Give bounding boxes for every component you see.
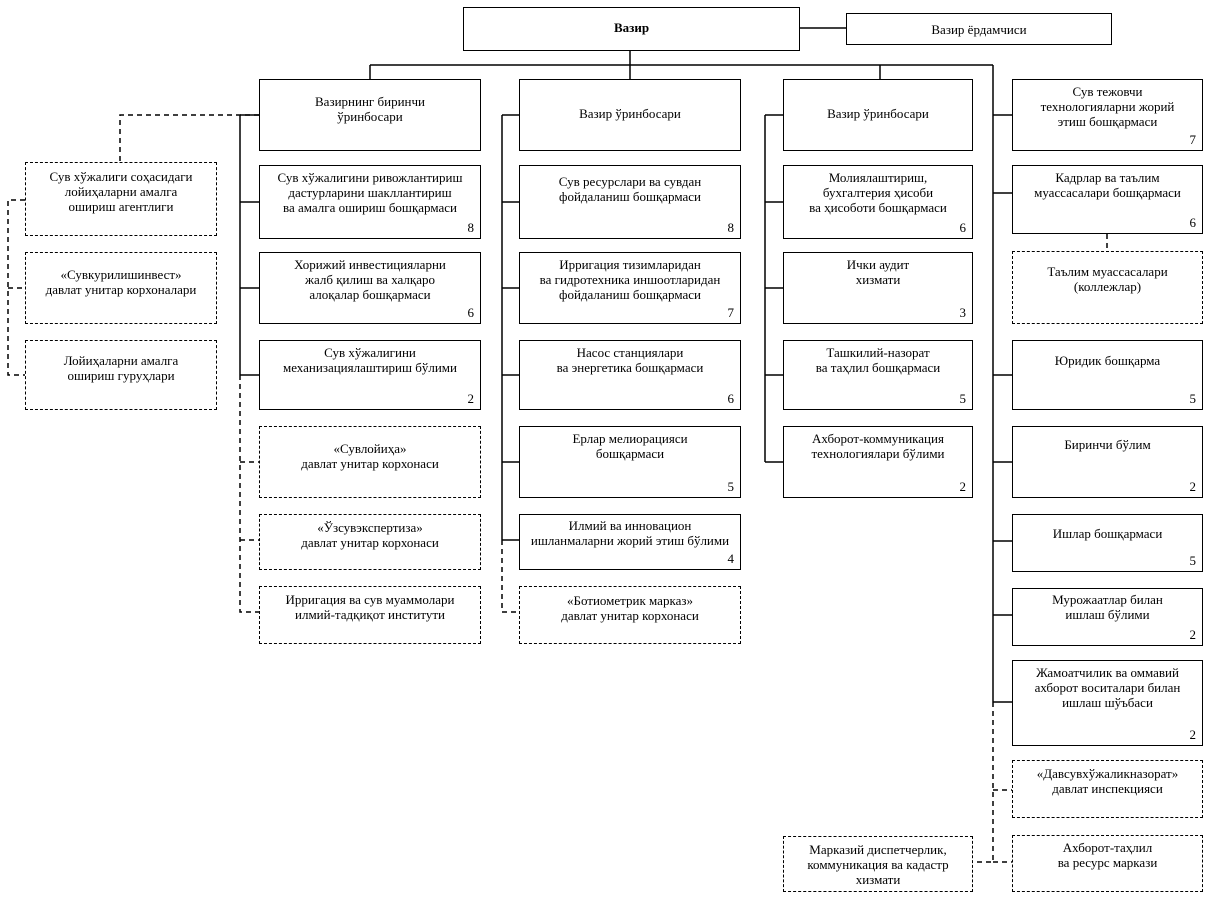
col4-head-count: 7 (1189, 132, 1197, 147)
col4-unit-2-label: Юридик бошқарма (1054, 353, 1161, 368)
left-suvkurilish-box[interactable]: «Сувкурилишинвест» давлат унитар корхона… (25, 252, 217, 324)
col2-head-label: Вазир ўринбосари (579, 106, 681, 121)
col4-info-center-label: Ахборот-таҳлил ва ресурс маркази (1057, 840, 1158, 870)
col3-unit-1-count: 6 (959, 220, 967, 235)
col1-unit-3-label: Сув хўжалигини механизациялаштириш бўлим… (282, 345, 457, 375)
left-groups-box[interactable]: Лойиҳаларни амалга ошириш гуруҳлари (25, 340, 217, 410)
col1-unit-3-count: 2 (467, 391, 475, 406)
col2-head-box[interactable]: Вазир ўринбосари (519, 79, 741, 151)
col3-unit-3[interactable]: Ташкилий-назорат ва таҳлил бошқармаси 5 (783, 340, 973, 410)
col4-unit-5[interactable]: Мурожаатлар билан ишлаш бўлими 2 (1012, 588, 1203, 646)
col2-unit-3-count: 6 (727, 391, 735, 406)
left-agency-label: Сув хўжалиги соҳасидаги лойиҳаларни амал… (49, 169, 193, 214)
col4-unit-5-label: Мурожаатлар билан ишлаш бўлими (1052, 592, 1163, 622)
assistant-box[interactable]: Вазир ёрдамчиси (846, 13, 1112, 45)
col4-info-center-box[interactable]: Ахборот-таҳлил ва ресурс маркази (1012, 835, 1203, 892)
col2-unit-3[interactable]: Насос станциялари ва энергетика бошқарма… (519, 340, 741, 410)
col4-inspection-label: «Давсувхўжаликназорат» давлат инспекцияс… (1036, 766, 1179, 796)
minister-label: Вазир (613, 20, 650, 35)
col3-unit-2[interactable]: Ички аудит хизмати 3 (783, 252, 973, 324)
col1-head-label: Вазирнинг биринчи ўринбосари (315, 94, 425, 124)
col2-unit-3-label: Насос станциялари ва энергетика бошқарма… (556, 345, 704, 375)
col4-unit-6-count: 2 (1189, 727, 1197, 742)
col2-unit-5[interactable]: Илмий ва инновацион ишланмаларни жорий э… (519, 514, 741, 570)
col3-unit-4[interactable]: Ахборот-коммуникация технологиялари бўли… (783, 426, 973, 498)
col1-unit-1-label: Сув хўжалигини ривожлантириш дастурларин… (277, 170, 463, 215)
col4-head-box[interactable]: Сув тежовчи технологияларни жорий этиш б… (1012, 79, 1203, 151)
col2-unit-2-count: 7 (727, 305, 735, 320)
col2-unit-2[interactable]: Ирригация тизимларидан ва гидротехника и… (519, 252, 741, 324)
col4-unit-6[interactable]: Жамоатчилик ва оммавий ахборот воситалар… (1012, 660, 1203, 746)
col2-unit-4[interactable]: Ерлар мелиорацияси бошқармаси 5 (519, 426, 741, 498)
col3-unit-1[interactable]: Молиялаштириш, бухгалтерия ҳисоби ва ҳис… (783, 165, 973, 239)
col1-institute-label: Ирригация ва сув муаммолари илмий-тадқиқ… (285, 592, 455, 622)
col4-unit-1[interactable]: Кадрлар ва таълим муассасалари бошқармас… (1012, 165, 1203, 234)
col3-dispatcher-box[interactable]: Марказий диспетчерлик, коммуникация ва к… (783, 836, 973, 892)
left-agency-box[interactable]: Сув хўжалиги соҳасидаги лойиҳаларни амал… (25, 162, 217, 236)
col1-uzsuvekspertiza-box[interactable]: «Ўзсувэкспертиза» давлат унитар корхонас… (259, 514, 481, 570)
col2-unit-2-label: Ирригация тизимларидан ва гидротехника и… (539, 257, 721, 302)
col1-institute-box[interactable]: Ирригация ва сув муаммолари илмий-тадқиқ… (259, 586, 481, 644)
col3-unit-4-count: 2 (959, 479, 967, 494)
col4-colleges-box[interactable]: Таълим муассасалари (коллежлар) (1012, 251, 1203, 324)
col3-dispatcher-label: Марказий диспетчерлик, коммуникация ва к… (807, 842, 949, 887)
col4-unit-5-count: 2 (1189, 627, 1197, 642)
col2-unit-4-count: 5 (727, 479, 735, 494)
left-groups-label: Лойиҳаларни амалга ошириш гуруҳлари (63, 353, 179, 383)
col1-unit-2-count: 6 (467, 305, 475, 320)
col4-unit-4[interactable]: Ишлар бошқармаси 5 (1012, 514, 1203, 572)
col2-botiometrik-box[interactable]: «Ботиометрик марказ» давлат унитар корхо… (519, 586, 741, 644)
col1-unit-2[interactable]: Хорижий инвестицияларни жалб қилиш ва ха… (259, 252, 481, 324)
col3-unit-3-label: Ташкилий-назорат ва таҳлил бошқармаси (815, 345, 941, 375)
col2-unit-5-count: 4 (727, 551, 735, 566)
col4-unit-1-label: Кадрлар ва таълим муассасалари бошқармас… (1034, 170, 1181, 200)
col2-unit-4-label: Ерлар мелиорацияси бошқармаси (572, 431, 688, 461)
col1-unit-2-label: Хорижий инвестицияларни жалб қилиш ва ха… (294, 257, 446, 302)
col4-unit-6-label: Жамоатчилик ва оммавий ахборот воситалар… (1034, 665, 1181, 710)
col3-head-label: Вазир ўринбосари (827, 106, 929, 121)
col4-unit-4-count: 5 (1189, 553, 1197, 568)
col3-unit-3-count: 5 (959, 391, 967, 406)
col1-suvloyiha-box[interactable]: «Сувлойиҳа» давлат унитар корхонаси (259, 426, 481, 498)
col1-suvloyiha-label: «Сувлойиҳа» давлат унитар корхонаси (301, 441, 439, 471)
col4-unit-1-count: 6 (1189, 215, 1197, 230)
col4-unit-3-count: 2 (1189, 479, 1197, 494)
col1-unit-1[interactable]: Сув хўжалигини ривожлантириш дастурларин… (259, 165, 481, 239)
col4-colleges-label: Таълим муассасалари (коллежлар) (1047, 264, 1168, 294)
col1-uzsuvekspertiza-label: «Ўзсувэкспертиза» давлат унитар корхонас… (301, 520, 439, 550)
col1-unit-3[interactable]: Сув хўжалигини механизациялаштириш бўлим… (259, 340, 481, 410)
col3-head-box[interactable]: Вазир ўринбосари (783, 79, 973, 151)
col3-unit-2-count: 3 (959, 305, 967, 320)
col3-unit-1-label: Молиялаштириш, бухгалтерия ҳисоби ва ҳис… (809, 170, 947, 215)
col3-unit-2-label: Ички аудит хизмати (846, 257, 910, 287)
col2-unit-1[interactable]: Сув ресурслари ва сувдан фойдаланиш бошқ… (519, 165, 741, 239)
col2-botiometrik-label: «Ботиометрик марказ» давлат унитар корхо… (561, 593, 699, 623)
col4-unit-4-label: Ишлар бошқармаси (1052, 526, 1163, 541)
col1-head-box[interactable]: Вазирнинг биринчи ўринбосари (259, 79, 481, 151)
minister-box[interactable]: Вазир (463, 7, 800, 51)
col1-unit-1-count: 8 (467, 220, 475, 235)
assistant-label: Вазир ёрдамчиси (931, 22, 1027, 37)
col4-unit-3-label: Биринчи бўлим (1064, 437, 1151, 452)
col4-unit-2-count: 5 (1189, 391, 1197, 406)
col2-unit-1-count: 8 (727, 220, 735, 235)
col2-unit-5-label: Илмий ва инновацион ишланмаларни жорий э… (530, 518, 730, 548)
col4-inspection-box[interactable]: «Давсувхўжаликназорат» давлат инспекцияс… (1012, 760, 1203, 818)
col4-unit-3[interactable]: Биринчи бўлим 2 (1012, 426, 1203, 498)
col4-unit-2[interactable]: Юридик бошқарма 5 (1012, 340, 1203, 410)
col3-unit-4-label: Ахборот-коммуникация технологиялари бўли… (811, 431, 945, 461)
col2-unit-1-label: Сув ресурслари ва сувдан фойдаланиш бошқ… (558, 174, 702, 204)
col4-head-label: Сув тежовчи технологияларни жорий этиш б… (1040, 84, 1175, 129)
left-suvkurilish-label: «Сувкурилишинвест» давлат унитар корхона… (45, 267, 197, 297)
